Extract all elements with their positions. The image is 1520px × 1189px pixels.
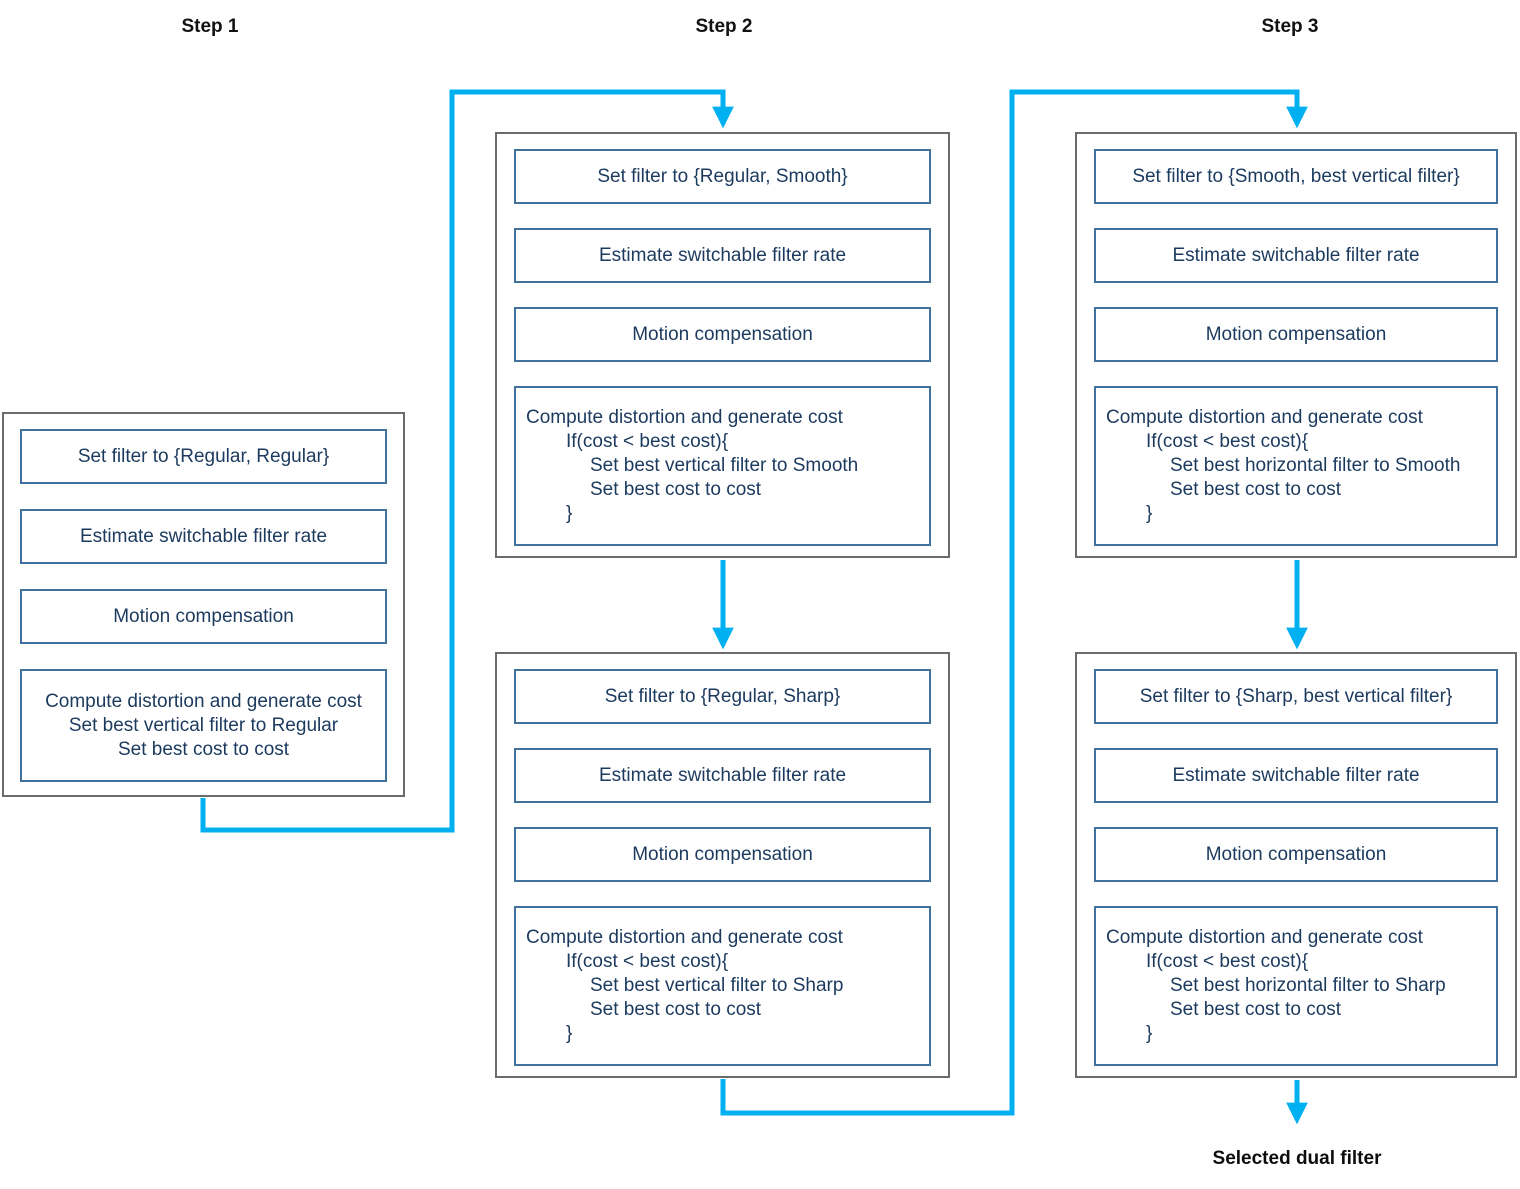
step3-smooth-process-box: Set filter to {Smooth, best vertical fil… [1075, 132, 1517, 558]
step2-smooth-estimate-rate-box: Estimate switchable filter rate [514, 228, 931, 283]
step2-heading: Step 2 [695, 16, 753, 37]
step2-sharp-compute-cost-box: Compute distortion and generate cost If(… [514, 906, 931, 1066]
step1-estimate-rate-box: Estimate switchable filter rate [20, 509, 387, 564]
step3-sharp-set-filter-box: Set filter to {Sharp, best vertical filt… [1094, 669, 1498, 724]
compute-cost-line: Compute distortion and generate cost [1106, 407, 1423, 428]
step2-sharp-set-filter-box: Set filter to {Regular, Sharp} [514, 669, 931, 724]
compute-cost-line: If(cost < best cost){ [566, 951, 729, 972]
compute-cost-line: Compute distortion and generate cost [526, 927, 843, 948]
step3-smooth-compute-cost-box: Compute distortion and generate cost If(… [1094, 386, 1498, 546]
step1-motion-compensation-box: Motion compensation [20, 589, 387, 644]
compute-cost-line: Set best cost to cost [590, 999, 762, 1020]
step1-set-filter-box: Set filter to {Regular, Regular} [20, 429, 387, 484]
step2-smooth-process-box: Set filter to {Regular, Smooth} Estimate… [495, 132, 950, 558]
compute-cost-line: If(cost < best cost){ [1146, 431, 1309, 452]
compute-cost-line: Set best vertical filter to Smooth [590, 455, 859, 476]
step2-sharp-motion-compensation-box: Motion compensation [514, 827, 931, 882]
compute-cost-line: } [1146, 503, 1153, 524]
compute-cost-line: } [566, 503, 573, 524]
compute-cost-line: Compute distortion and generate cost [526, 407, 843, 428]
step2-smooth-compute-cost-box: Compute distortion and generate cost If(… [514, 386, 931, 546]
step3-sharp-process-box: Set filter to {Sharp, best vertical filt… [1075, 652, 1517, 1078]
compute-cost-line: Compute distortion and generate cost [1106, 927, 1423, 948]
step3-smooth-set-filter-box: Set filter to {Smooth, best vertical fil… [1094, 149, 1498, 204]
step2-smooth-set-filter-box: Set filter to {Regular, Smooth} [514, 149, 931, 204]
compute-cost-line: Compute distortion and generate cost [45, 690, 362, 712]
compute-cost-line: Set best vertical filter to Regular [68, 714, 339, 736]
step3-smooth-estimate-rate-box: Estimate switchable filter rate [1094, 228, 1498, 283]
compute-cost-line: Set best vertical filter to Sharp [590, 975, 844, 996]
compute-cost-line: Set best cost to cost [590, 479, 762, 500]
step3-smooth-motion-compensation-box: Motion compensation [1094, 307, 1498, 362]
compute-cost-line: Set best cost to cost [117, 738, 290, 760]
step3-sharp-motion-compensation-box: Motion compensation [1094, 827, 1498, 882]
step1-compute-cost-box: Compute distortion and generate cost Set… [20, 669, 387, 782]
step3-heading: Step 3 [1261, 16, 1319, 37]
step1-heading: Step 1 [181, 16, 239, 37]
compute-cost-line: If(cost < best cost){ [566, 431, 729, 452]
step3-sharp-compute-cost-box: Compute distortion and generate cost If(… [1094, 906, 1498, 1066]
step3-sharp-estimate-rate-box: Estimate switchable filter rate [1094, 748, 1498, 803]
compute-cost-line: Set best cost to cost [1170, 479, 1342, 500]
step1-process-box: Set filter to {Regular, Regular} Estimat… [2, 412, 405, 797]
compute-cost-line: Set best horizontal filter to Sharp [1170, 975, 1446, 996]
step2-sharp-estimate-rate-box: Estimate switchable filter rate [514, 748, 931, 803]
step2-smooth-motion-compensation-box: Motion compensation [514, 307, 931, 362]
compute-cost-line: If(cost < best cost){ [1146, 951, 1309, 972]
step2-sharp-process-box: Set filter to {Regular, Sharp} Estimate … [495, 652, 950, 1078]
compute-cost-line: Set best cost to cost [1170, 999, 1342, 1020]
compute-cost-line: } [1146, 1023, 1153, 1044]
compute-cost-line: } [566, 1023, 573, 1044]
selected-dual-filter-label: Selected dual filter [1212, 1148, 1382, 1169]
compute-cost-line: Set best horizontal filter to Smooth [1170, 455, 1461, 476]
